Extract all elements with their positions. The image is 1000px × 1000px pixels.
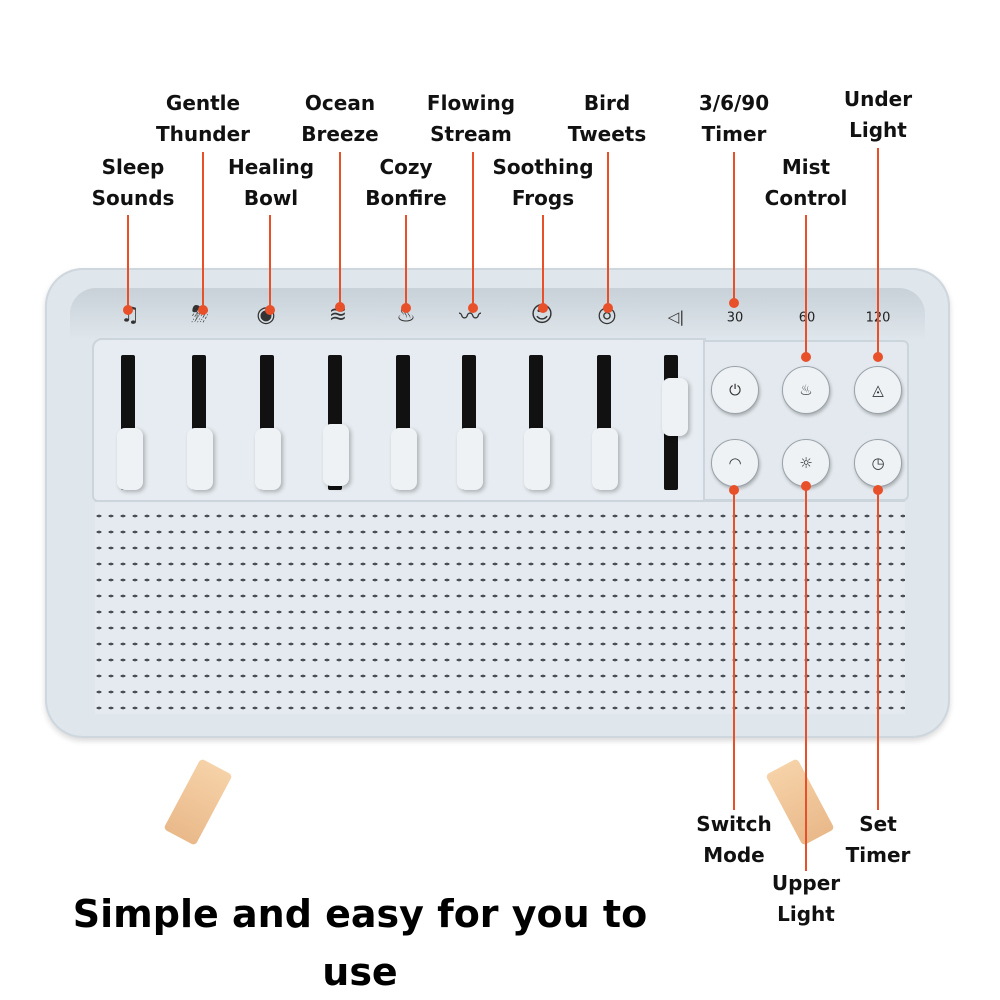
callout-line	[805, 486, 807, 871]
callout-line	[607, 152, 609, 308]
soothing-frogs-slider[interactable]	[524, 428, 550, 490]
callout-line	[269, 215, 271, 310]
gentle-thunder-slider[interactable]	[187, 428, 213, 490]
sleep-sounds-slider[interactable]	[117, 428, 143, 490]
mist-control-button[interactable]: ♨	[782, 366, 830, 414]
switch-mode-button[interactable]: ◠	[711, 439, 759, 487]
callout-dot	[538, 303, 548, 313]
ocean-breeze-slider[interactable]	[323, 424, 349, 486]
volume-icon: ◁|	[667, 308, 685, 326]
callout-dot	[401, 303, 411, 313]
callout-dot	[801, 352, 811, 362]
callout-dot	[729, 298, 739, 308]
timer-tick-30: 30	[726, 310, 744, 326]
callout-dot	[603, 303, 613, 313]
callout-line	[472, 152, 474, 308]
callout-line	[877, 490, 879, 810]
callout-dot	[123, 305, 133, 315]
callout-line	[733, 152, 735, 303]
left-leg	[163, 758, 233, 846]
callout-dot	[729, 485, 739, 495]
callout-dot	[265, 305, 275, 315]
callout-dot	[801, 481, 811, 491]
flowing-stream-slider[interactable]	[457, 428, 483, 490]
callout-line	[733, 490, 735, 810]
upper-light-button[interactable]: ☼	[782, 439, 830, 487]
power-timer-button[interactable]: ⏻	[711, 366, 759, 414]
callout-dot	[468, 303, 478, 313]
callout-line	[405, 215, 407, 308]
right-leg	[765, 758, 835, 846]
caption-line-2: use	[322, 950, 398, 994]
icon-bar	[70, 288, 925, 340]
callout-dot	[198, 305, 208, 315]
healing-bowl-slider[interactable]	[255, 428, 281, 490]
set-timer-button[interactable]: ◷	[854, 439, 902, 487]
bird-tweets-slider[interactable]	[592, 428, 618, 490]
callout-line	[202, 152, 204, 310]
callout-line	[877, 148, 879, 358]
timer-tick-60: 60	[798, 310, 816, 326]
callout-dot	[873, 352, 883, 362]
callout-dot	[335, 302, 345, 312]
callout-line	[339, 152, 341, 307]
callout-line	[805, 215, 807, 357]
speaker-grille	[95, 500, 905, 714]
callout-line	[542, 215, 544, 308]
callout-line	[127, 215, 129, 310]
under-light-button[interactable]: ◬	[854, 366, 902, 414]
volume-slider[interactable]	[662, 378, 688, 436]
caption-line-1: Simple and easy for you to	[72, 892, 648, 936]
cozy-bonfire-slider[interactable]	[391, 428, 417, 490]
callout-dot	[873, 485, 883, 495]
